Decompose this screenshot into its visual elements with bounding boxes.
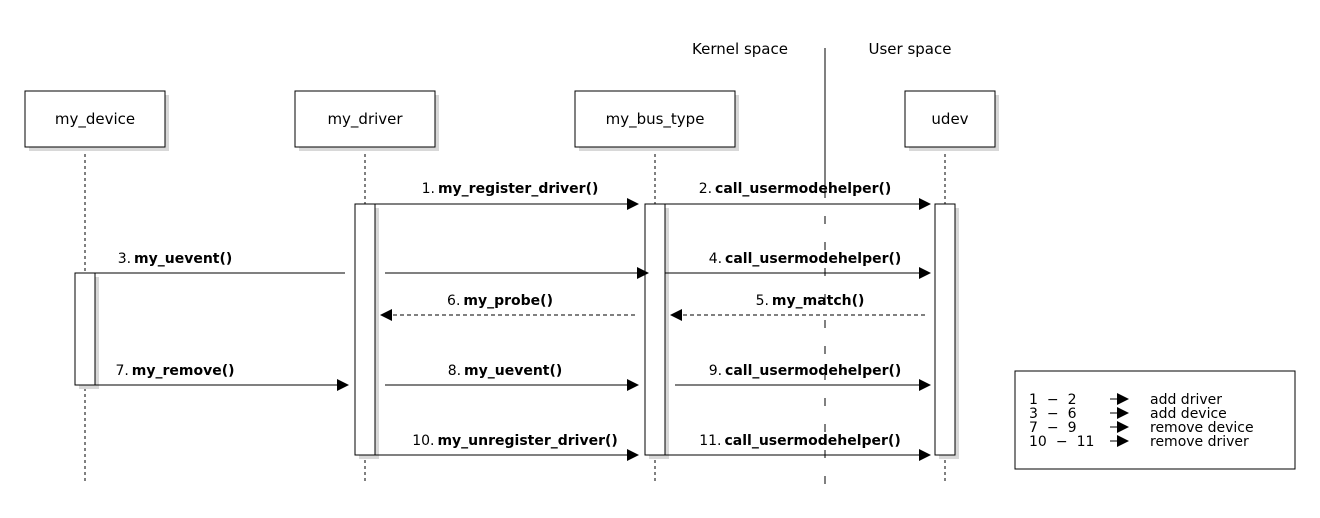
message-8-label: 8.my_uevent() (448, 363, 563, 379)
participant-my-device: my_device (24, 90, 169, 151)
legend-desc: remove device (1150, 420, 1254, 436)
legend-desc: add driver (1150, 392, 1222, 408)
legend-box (1014, 370, 1296, 470)
legend-range: 10−11 (1029, 434, 1094, 450)
message-7-label: 7.my_remove() (115, 363, 234, 379)
legend-row: 1−2 add driver (1029, 392, 1222, 408)
message-9-label: 9.call_usermodehelper() (709, 363, 902, 379)
participant-my-driver: my_driver (294, 90, 439, 151)
user-space-label: User space (869, 40, 952, 58)
participant-label: udev (931, 110, 968, 128)
message-10-label: 10.my_unregister_driver() (412, 433, 618, 449)
legend-range: 1−2 (1029, 392, 1077, 408)
legend-row: 10−11 remove driver (1029, 434, 1249, 450)
legend-desc: remove driver (1150, 434, 1249, 450)
message-4-label: 4.call_usermodehelper() (709, 251, 902, 267)
legend-range: 3−6 (1029, 406, 1077, 422)
activation-my-driver (354, 203, 376, 456)
participant-label: my_device (55, 110, 135, 129)
activation-my-device (74, 272, 96, 386)
legend-row: 7−9 remove device (1029, 420, 1254, 436)
message-1-label: 1.my_register_driver() (422, 181, 599, 197)
message-2-label: 2.call_usermodehelper() (699, 181, 892, 197)
legend-desc: add device (1150, 406, 1227, 422)
message-11-label: 11.call_usermodehelper() (699, 433, 901, 449)
participant-label: my_bus_type (606, 110, 705, 129)
activation-my-bus-type (644, 203, 666, 456)
participant-my-bus-type: my_bus_type (574, 90, 739, 151)
legend-row: 3−6 add device (1029, 406, 1227, 422)
activation-udev (934, 203, 956, 456)
message-5-label: 5.my_match() (756, 293, 865, 309)
message-6-label: 6.my_probe() (447, 293, 553, 309)
participant-udev: udev (904, 90, 999, 151)
legend-range: 7−9 (1029, 420, 1077, 436)
legend: 1−2 add driver 3−6 add device 7−9 remove… (1014, 370, 1296, 470)
message-3-label: 3.my_uevent() (118, 251, 233, 267)
participant-label: my_driver (327, 110, 403, 129)
kernel-space-label: Kernel space (692, 40, 788, 58)
